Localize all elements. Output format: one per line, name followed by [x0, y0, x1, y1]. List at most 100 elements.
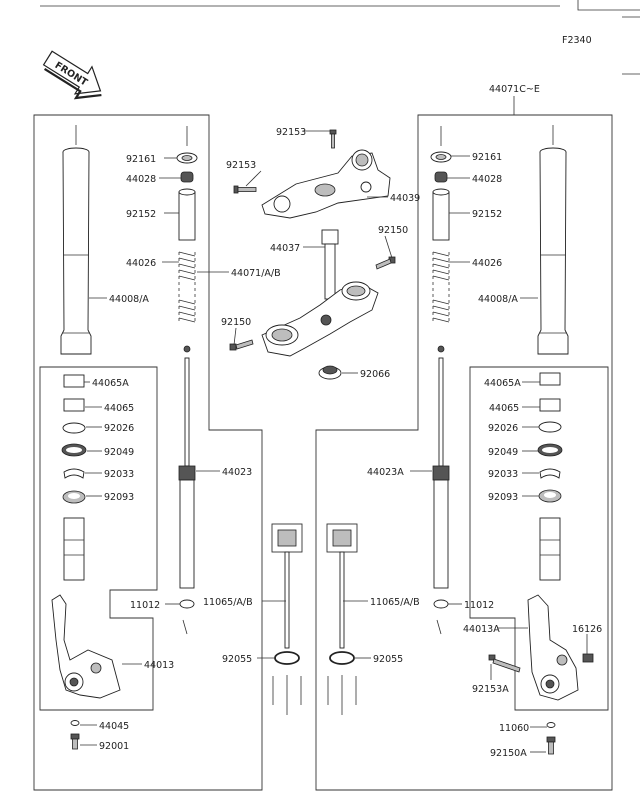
- label-44065-left: 44065: [104, 403, 134, 414]
- label-92093-right: 92093: [488, 492, 518, 503]
- upper-bracket-44039: [261, 149, 391, 219]
- label-44071CE: 44071C~E: [489, 84, 540, 95]
- seal-92093-left: [62, 490, 86, 504]
- label-44028-right: 44028: [472, 174, 502, 185]
- label-44026-right: 44026: [472, 258, 502, 269]
- cartridge-11065-left: [271, 523, 303, 715]
- label-44039: 44039: [390, 193, 420, 204]
- seal-92066: [318, 365, 342, 380]
- corner-mark: [577, 0, 640, 11]
- label-92152-left: 92152: [126, 209, 156, 220]
- washer-92026-right: [538, 421, 562, 433]
- label-92026-left: 92026: [104, 423, 134, 434]
- label-92153-mid: 92153: [226, 160, 256, 171]
- cap-44028-left: [180, 171, 194, 183]
- bolt-92150A-right: [546, 736, 556, 755]
- outer-tube-44008-right: [537, 125, 569, 355]
- label-11060-right: 11060: [499, 723, 529, 734]
- seal-92049-left: [61, 443, 87, 457]
- stem-44037: [321, 229, 339, 300]
- bolt-92153-mid: [233, 185, 257, 194]
- label-44008A-left: 44008/A: [109, 294, 149, 305]
- label-44065A-left: 44065A: [92, 378, 129, 389]
- bushing-44065-left: [63, 398, 85, 412]
- label-92066: 92066: [360, 369, 390, 380]
- cartridge-11065-right: [326, 523, 358, 715]
- label-44065-right: 44065: [489, 403, 519, 414]
- label-92055-left: 92055: [222, 654, 252, 665]
- label-92049-right: 92049: [488, 447, 518, 458]
- label-92093-left: 92093: [104, 492, 134, 503]
- label-92153-top: 92153: [276, 127, 306, 138]
- bolt-92001-left: [70, 733, 80, 750]
- washer-92161-left: [176, 126, 198, 164]
- bolt-92150-top: [375, 256, 396, 270]
- label-44037: 44037: [270, 243, 300, 254]
- left-lower-frame: [39, 366, 158, 711]
- label-11065-left: 11065/A/B: [203, 597, 253, 608]
- label-44045-left: 44045: [99, 721, 129, 732]
- label-92055-right: 92055: [373, 654, 403, 665]
- label-44008A-right: 44008/A: [478, 294, 518, 305]
- label-92150A-right: 92150A: [490, 748, 527, 759]
- spring-44026-right: [432, 251, 450, 323]
- axle-holder-44013A-right: [527, 594, 579, 701]
- label-92150-top: 92150: [378, 225, 408, 236]
- label-92161-left: 92161: [126, 154, 156, 165]
- left-fork-frame: [33, 114, 263, 791]
- label-44026-left: 44026: [126, 258, 156, 269]
- washer-11060-right: [546, 722, 556, 728]
- label-92150-bot: 92150: [221, 317, 251, 328]
- label-92026-right: 92026: [488, 423, 518, 434]
- label-92161-right: 92161: [472, 152, 502, 163]
- washer-11012-right: [433, 599, 449, 635]
- label-16126-right: 16126: [572, 624, 602, 635]
- cap-44028-right: [434, 171, 448, 183]
- label-92049-left: 92049: [104, 447, 134, 458]
- label-11065-right: 11065/A/B: [370, 597, 420, 608]
- damper-rod-44023-left: [178, 345, 196, 589]
- lower-bracket: [261, 281, 379, 357]
- outer-tube-44008-left: [60, 125, 92, 355]
- bolt-92153-top: [329, 129, 337, 149]
- damper-rod-44023A-right: [432, 345, 450, 589]
- washer-44045-left: [70, 720, 80, 726]
- leader-lines: [80, 130, 588, 753]
- label-44028-left: 44028: [126, 174, 156, 185]
- inner-tube-left: [63, 517, 85, 581]
- spacer-92152-right: [432, 188, 450, 241]
- clip-92033-left: [63, 468, 85, 479]
- bolt-92150-bot: [229, 339, 254, 351]
- washer-11012-left: [179, 599, 195, 635]
- label-92033-left: 92033: [104, 469, 134, 480]
- label-92001-left: 92001: [99, 741, 129, 752]
- front-arrow-icon: FRONT: [42, 50, 102, 100]
- label-92033-right: 92033: [488, 469, 518, 480]
- label-11012-right: 11012: [464, 600, 494, 611]
- label-92152-right: 92152: [472, 209, 502, 220]
- bushing-44065-right: [539, 398, 561, 412]
- label-44023A-right: 44023A: [367, 467, 404, 478]
- label-44065A-right: 44065A: [484, 378, 521, 389]
- bolt-92153A-right: [488, 654, 521, 673]
- seal-92093-right: [538, 489, 562, 503]
- axle-holder-44013-left: [51, 594, 121, 699]
- right-fork-frame: [315, 114, 613, 791]
- figure-code: F2340: [562, 35, 592, 46]
- bushing-44065A-right: [539, 372, 561, 386]
- label-11012-left: 11012: [130, 600, 160, 611]
- label-92153A-right: 92153A: [472, 684, 509, 695]
- bolt-16126-right: [582, 653, 594, 663]
- clip-92033-right: [539, 468, 561, 479]
- washer-92161-right: [430, 126, 452, 163]
- bushing-44065A-left: [63, 374, 85, 388]
- inner-tube-right: [539, 517, 561, 581]
- spring-44026-left: [178, 251, 196, 323]
- seal-92049-right: [537, 443, 563, 457]
- label-44071AB-left: 44071/A/B: [231, 268, 281, 279]
- spacer-92152-left: [178, 188, 196, 241]
- label-44013-left: 44013: [144, 660, 174, 671]
- label-44023-left: 44023: [222, 467, 252, 478]
